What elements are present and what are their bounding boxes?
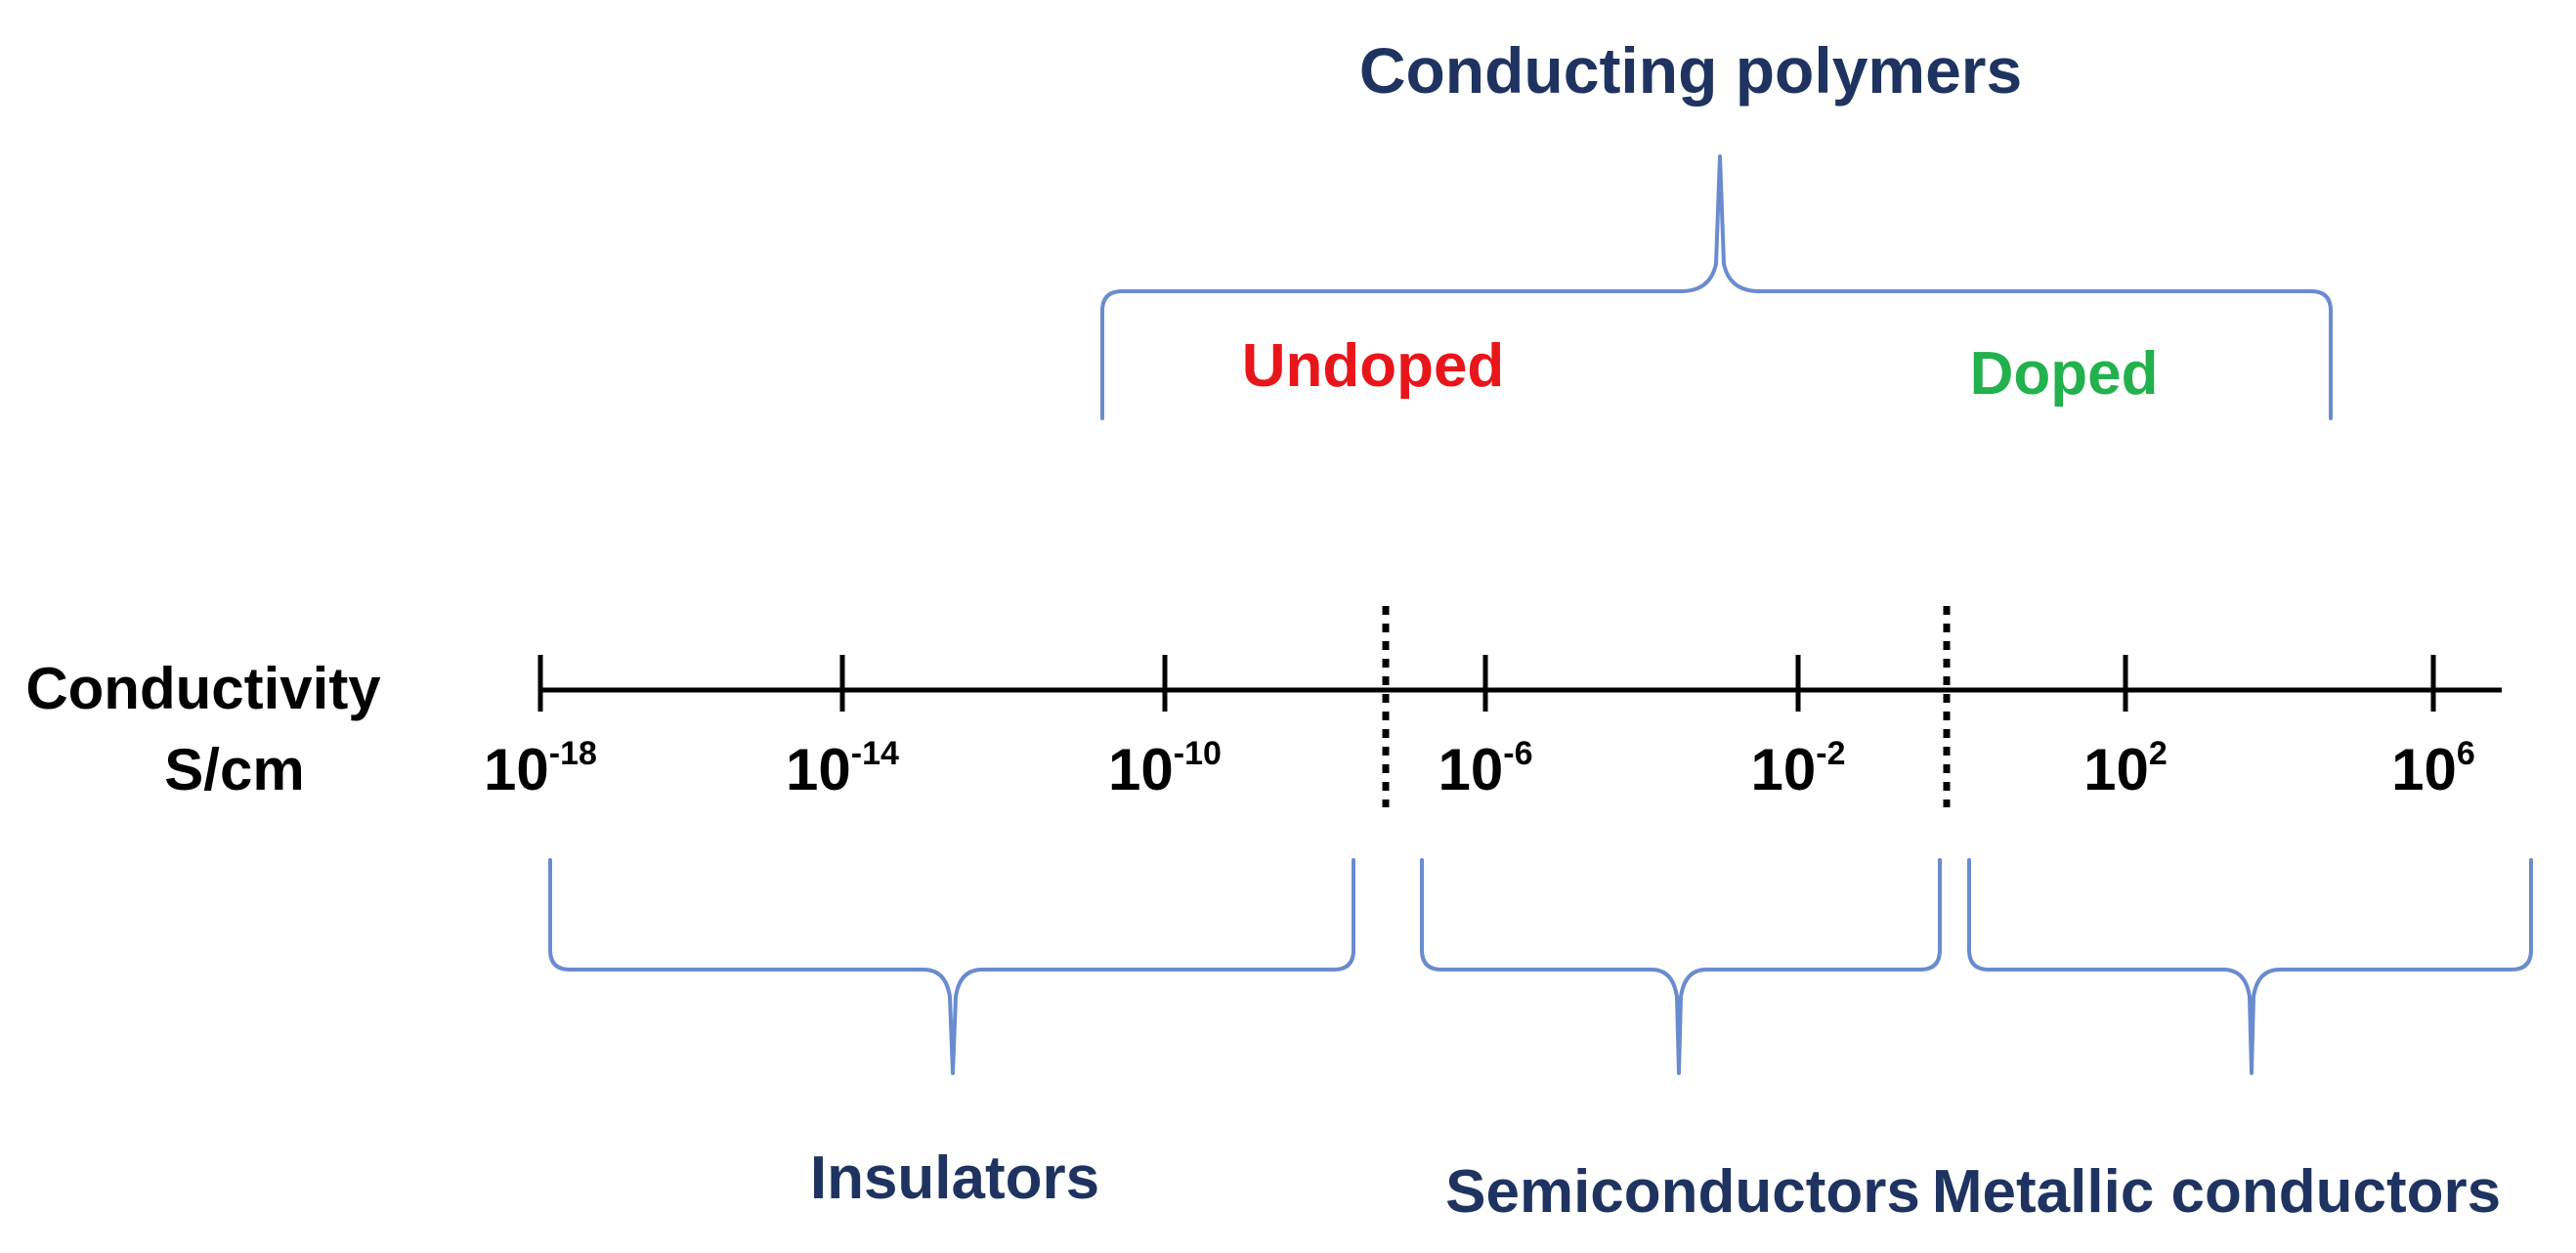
axis-label-conductivity: Conductivity xyxy=(25,656,381,721)
axis-ticks xyxy=(537,655,2436,712)
semiconductors-brace xyxy=(1420,858,1942,1075)
doped-label: Doped xyxy=(1970,340,2159,408)
conducting-polymers-title: Conducting polymers xyxy=(1359,34,2022,107)
undoped-label: Undoped xyxy=(1242,332,1505,400)
insulators-label: Insulators xyxy=(810,1145,1099,1212)
axis-tick-label: 10-10 xyxy=(1108,735,1222,802)
insulators-brace xyxy=(548,858,1355,1075)
axis-tick-label: 10-2 xyxy=(1751,735,1846,802)
metallic-conductors-label: Metallic conductors xyxy=(1932,1158,2501,1226)
axis-tick-label: 10-6 xyxy=(1438,735,1533,802)
metallic-conductors-brace xyxy=(1967,858,2533,1075)
axis-label-unit: S/cm xyxy=(164,737,304,802)
conducting-polymers-brace xyxy=(1100,154,2333,420)
axis-tick-label: 106 xyxy=(2391,735,2475,802)
axis-tick-label: 10-14 xyxy=(786,735,899,802)
axis-tick-labels: 10-18 10-14 10-10 10-6 10-2 102 106 xyxy=(484,735,2475,802)
axis-tick-label: 102 xyxy=(2083,735,2168,802)
axis-tick-label: 10-18 xyxy=(484,735,597,802)
semiconductors-label: Semiconductors xyxy=(1445,1158,1920,1226)
